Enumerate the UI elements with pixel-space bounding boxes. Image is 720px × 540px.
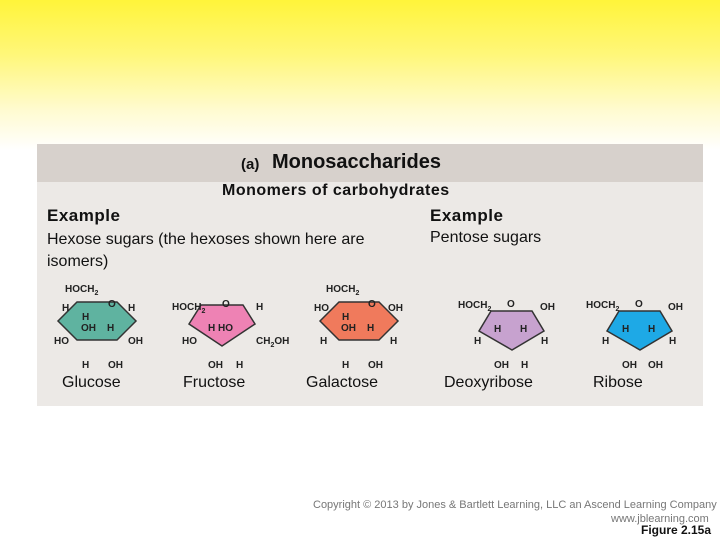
deoxyribose-oh-bottom: OH	[494, 360, 509, 371]
galactose-h-right: H	[390, 336, 397, 347]
ribose-label: Ribose	[593, 374, 643, 391]
ribose-ring-o: O	[635, 299, 643, 310]
panel-letter: (a)	[241, 156, 260, 173]
galactose-ring	[318, 301, 400, 341]
content-panel	[37, 144, 703, 406]
ribose-structure: HOCH2 O OH H H H H OH OH	[586, 299, 683, 371]
galactose-h-left: H	[320, 336, 327, 347]
glucose-h-inner: H	[82, 312, 89, 323]
deoxyribose-label: Deoxyribose	[444, 374, 533, 391]
panel-header-band	[37, 144, 703, 182]
panel-subtitle: Monomers of carbohydrates	[222, 182, 450, 199]
figure-caption: Figure 2.15a	[641, 523, 712, 537]
fructose-h-right: H	[256, 302, 263, 313]
fructose-ho-left: HO	[182, 336, 197, 347]
galactose-h-inner2: H	[367, 323, 374, 334]
glucose-h-bottom: H	[82, 360, 89, 371]
ribose-oh-bottom-left: OH	[622, 360, 637, 371]
galactose-oh-right: OH	[388, 303, 403, 314]
ribose-oh-bottom-right: OH	[648, 360, 663, 371]
deoxyribose-h-left: H	[474, 336, 481, 347]
glucose-ho-left: HO	[54, 336, 69, 347]
deoxyribose-ring	[477, 310, 546, 351]
deoxyribose-oh-right: OH	[540, 302, 555, 313]
hexose-description: Hexose sugars (the hexoses shown here ar…	[47, 231, 365, 270]
hexose-example-label: Example	[47, 206, 121, 225]
glucose-oh-inner: OH	[81, 323, 96, 334]
glucose-label: Glucose	[62, 374, 121, 391]
pentose-example-label: Example	[430, 206, 504, 225]
deoxyribose-structure: HOCH2 O OH H H H H OH H	[458, 299, 555, 371]
glucose-oh-right: OH	[128, 336, 143, 347]
galactose-hoch2-label: HOCH2	[326, 284, 359, 297]
copyright-notice: Copyright © 2013 by Jones & Bartlett Lea…	[313, 499, 717, 511]
ribose-hoch2-label: HOCH2	[586, 300, 619, 313]
ribose-oh-right: OH	[668, 302, 683, 313]
publisher-site: www.jblearning.com	[611, 513, 709, 525]
galactose-oh-inner: OH	[341, 323, 356, 334]
deoxyribose-h-right: H	[541, 336, 548, 347]
panel-title: Monosaccharides	[272, 151, 441, 173]
fructose-oh-bottom: OH	[208, 360, 223, 371]
ribose-ring	[605, 310, 674, 351]
pentose-description: Pentose sugars	[430, 229, 542, 246]
glucose-h-inner2: H	[107, 323, 114, 334]
fructose-hoch2-label: HOCH2	[172, 302, 205, 315]
ribose-h-inner2: H	[648, 324, 655, 335]
glucose-hoch2-label: HOCH2	[65, 284, 98, 297]
fructose-ring-o: O	[222, 299, 230, 310]
deoxyribose-hoch2-label: HOCH2	[458, 300, 491, 313]
glucose-structure: HOCH2 O H H H OH H HO OH H OH	[54, 284, 143, 371]
deoxyribose-h-inner2: H	[520, 324, 527, 335]
fructose-ch2oh: CH2OH	[256, 336, 289, 349]
glucose-h-left: H	[62, 303, 69, 314]
galactose-structure: HOCH2 O HO OH H OH H H H H OH	[314, 284, 403, 371]
ribose-h-left: H	[602, 336, 609, 347]
galactose-h-inner: H	[342, 312, 349, 323]
ribose-h-right: H	[669, 336, 676, 347]
fructose-h-ho: H HO	[208, 323, 233, 334]
galactose-ring-o: O	[368, 299, 376, 310]
galactose-h-bottom: H	[342, 360, 349, 371]
fructose-structure: HOCH2 O H H HO HO CH2OH OH H	[172, 299, 289, 371]
deoxyribose-h-bottom: H	[521, 360, 528, 371]
fructose-label: Fructose	[183, 374, 246, 391]
deoxyribose-ring-o: O	[507, 299, 515, 310]
glucose-h-right: H	[128, 303, 135, 314]
glucose-ring	[56, 301, 138, 341]
ribose-h-inner: H	[622, 324, 629, 335]
fructose-h-bottom: H	[236, 360, 243, 371]
galactose-oh-bottom: OH	[368, 360, 383, 371]
fructose-ring	[187, 304, 257, 347]
galactose-label: Galactose	[306, 374, 379, 391]
deoxyribose-h-inner: H	[494, 324, 501, 335]
glucose-ring-o: O	[108, 299, 116, 310]
galactose-ho-top: HO	[314, 303, 329, 314]
glucose-oh-bottom: OH	[108, 360, 123, 371]
